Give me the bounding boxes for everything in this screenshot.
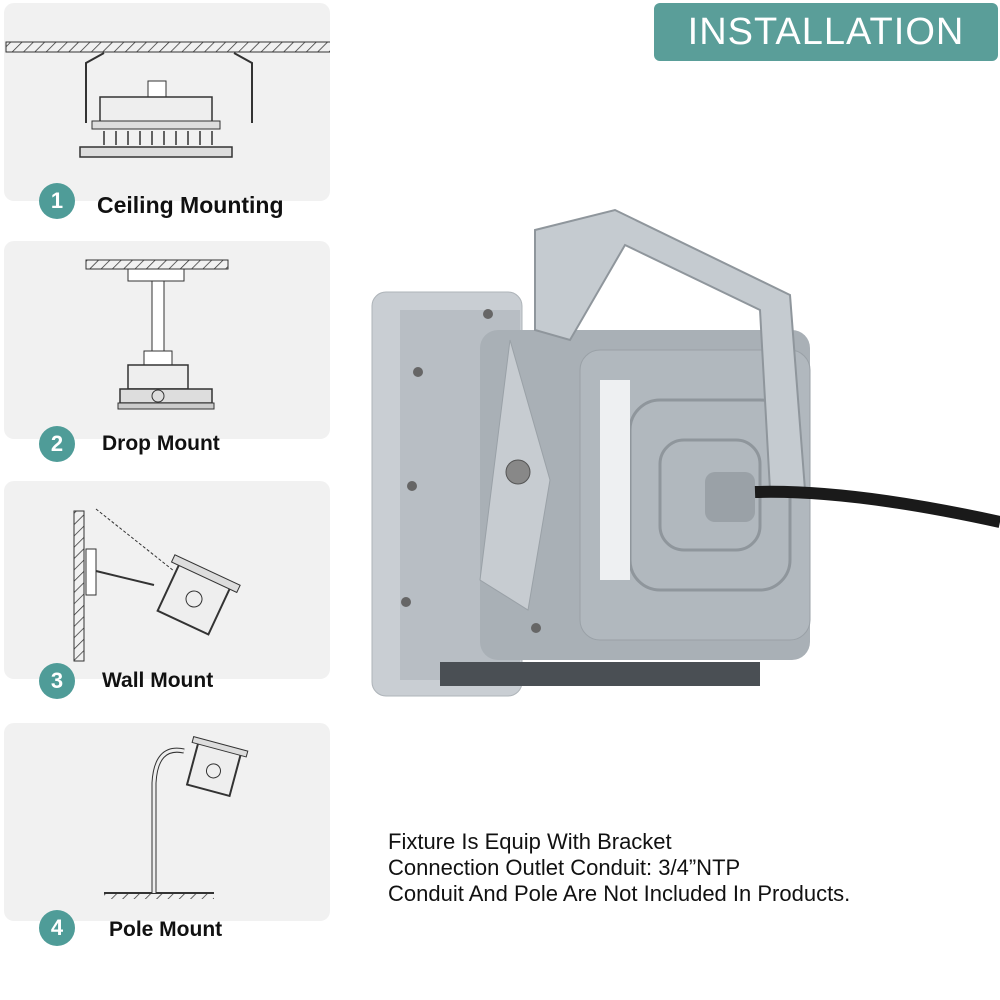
step-1-badge: 1	[39, 183, 75, 219]
note-line: Fixture Is Equip With Bracket	[388, 829, 672, 854]
pole-mount-illustration	[104, 736, 249, 899]
step-4-badge: 4	[39, 910, 75, 946]
note-line: Connection Outlet Conduit: 3/4”NTP	[388, 855, 741, 880]
installation-banner: INSTALLATION	[654, 3, 998, 61]
floodlight-fixture-image	[371, 208, 1000, 697]
drop-mount-illustration	[85, 259, 229, 410]
drop-mount-card	[4, 241, 330, 439]
step-3-badge: 3	[39, 663, 75, 699]
wall-mount-card	[4, 481, 330, 679]
installation-notes: Fixture Is Equip With Bracket Connection…	[388, 829, 850, 907]
step-number: 2	[50, 431, 64, 456]
pole-mount-label: Pole Mount	[109, 918, 223, 941]
step-number: 1	[50, 188, 64, 213]
step-2-badge: 2	[39, 426, 75, 462]
ceiling-mounting-label: Ceiling Mounting	[97, 192, 284, 218]
wall-mount-illustration	[73, 508, 241, 662]
ceiling-mount-illustration	[5, 41, 330, 158]
step-number: 4	[50, 915, 64, 940]
ceiling-mount-card	[4, 3, 330, 201]
note-line: Conduit And Pole Are Not Included In Pro…	[388, 881, 851, 906]
drop-mount-label: Drop Mount	[102, 432, 220, 455]
pole-mount-card	[4, 723, 330, 921]
banner-title: INSTALLATION	[687, 10, 965, 53]
step-number: 3	[50, 668, 64, 693]
wall-mount-label: Wall Mount	[102, 669, 214, 692]
